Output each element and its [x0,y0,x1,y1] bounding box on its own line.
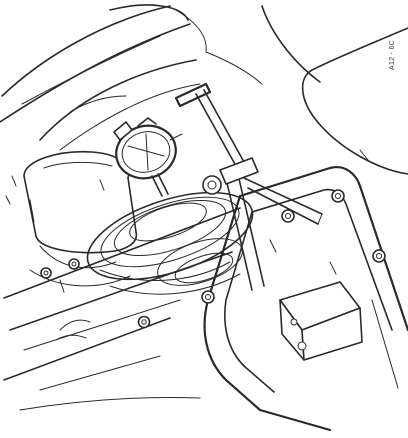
bolt-icon [201,290,215,304]
right-body [205,5,408,175]
bolt-icon [137,315,151,329]
gear-wheel [86,191,254,295]
t-handle-icon [174,82,323,291]
lower-bars [3,207,241,411]
bolt-icon [372,249,386,263]
detail-hatching [5,149,369,293]
bolt-icon [68,258,80,270]
bolt-icon [331,189,345,203]
clamp-icon [279,281,363,361]
bolt-icon [281,209,295,223]
dial-gauge [113,117,183,197]
bolt-icon [40,267,52,279]
bolts [40,189,386,329]
upper-shell [0,4,207,151]
figure-reference-code: A12 - 6C [389,39,396,70]
t-handle-tool [174,82,323,291]
dial-gauge-icon [113,117,183,197]
clamp-base [279,281,363,361]
